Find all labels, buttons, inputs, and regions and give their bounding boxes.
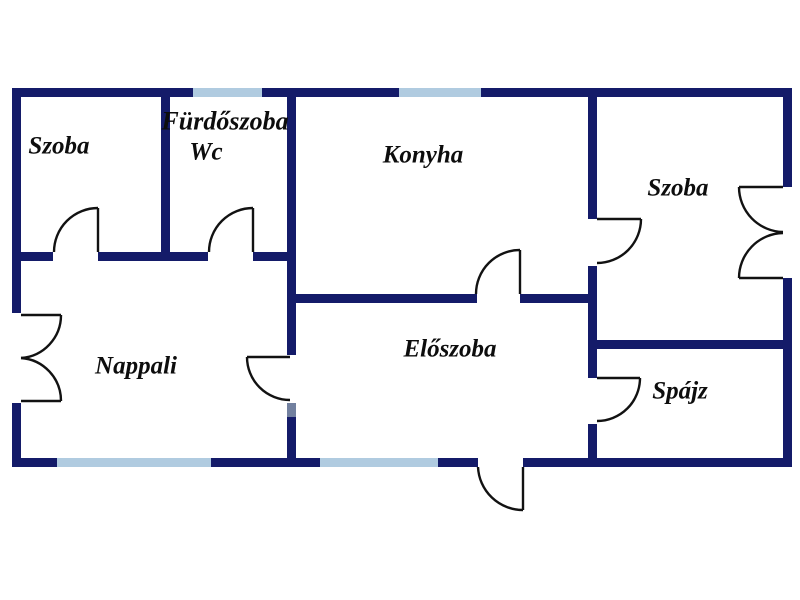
wall-szoba-nappali-wall-b <box>98 252 208 261</box>
window-window-bottom-nappali <box>57 458 211 467</box>
wall-konyha-eloszoba-wall-a <box>296 294 477 303</box>
window-window-bottom-eloszoba <box>320 458 438 467</box>
door-szoba-right-upper-arc <box>737 186 784 234</box>
door-nappali-left-upper-arc <box>20 314 63 360</box>
doors-group <box>20 185 784 512</box>
walls-group <box>12 88 792 467</box>
wall-szoba-spajz-divider <box>597 340 783 349</box>
windows-group <box>57 88 481 467</box>
wall-eloszoba-spajz-wall <box>588 424 597 458</box>
wall-furdo-konyha-divider <box>287 97 296 355</box>
wall-bottom-wall-a <box>12 458 57 467</box>
wall-bottom-wall-b <box>211 458 320 467</box>
room-label-wc: Wc <box>189 139 222 166</box>
room-label-furdoszoba: Fürdőszoba <box>160 107 288 136</box>
door-nappali-left-lower-arc <box>20 356 63 402</box>
wall-top-wall-a <box>12 88 193 97</box>
wall-konyha-eloszoba-wall-b <box>520 294 588 303</box>
room-label-nappali: Nappali <box>94 353 177 380</box>
wall-light-glazed-wall-piece <box>287 403 296 417</box>
door-nappali-arc <box>245 356 291 402</box>
wall-bottom-wall-c <box>438 458 478 467</box>
door-szoba-topleft-arc <box>52 206 99 253</box>
wall-right-wall-upper <box>783 88 792 187</box>
room-label-konyha: Konyha <box>382 142 464 169</box>
window-window-top-konyha <box>399 88 481 97</box>
wall-szoba-nappali-wall-a <box>21 252 53 261</box>
door-spajz-arc <box>596 377 642 423</box>
wall-szoba-furdo-divider <box>161 97 170 253</box>
window-window-top-furdo <box>193 88 262 97</box>
wall-konyha-szoba-divider-a <box>588 97 597 219</box>
wall-top-wall-b <box>262 88 399 97</box>
door-szoba-right-lower-arc <box>737 231 784 279</box>
wall-nappali-eloszoba-wall <box>287 417 296 458</box>
room-label-szoba-right: Szoba <box>647 175 708 202</box>
wall-right-wall-lower <box>783 278 792 467</box>
door-konyha-szoba-arc <box>596 218 643 265</box>
door-entry-arc <box>476 466 524 512</box>
door-furdoszoba-arc <box>207 206 254 253</box>
room-label-szoba-left: Szoba <box>28 133 89 160</box>
wall-szoba-nappali-wall-c <box>253 252 296 261</box>
room-label-eloszoba: Előszoba <box>402 336 496 363</box>
wall-top-wall-c <box>481 88 792 97</box>
wall-left-wall-lower <box>12 403 21 467</box>
wall-konyha-szoba-divider-b <box>588 266 597 378</box>
door-konyha-eloszoba-arc <box>474 248 521 295</box>
wall-left-wall-upper <box>12 88 21 313</box>
room-label-spajz: Spájz <box>652 378 708 405</box>
wall-bottom-wall-d <box>523 458 792 467</box>
